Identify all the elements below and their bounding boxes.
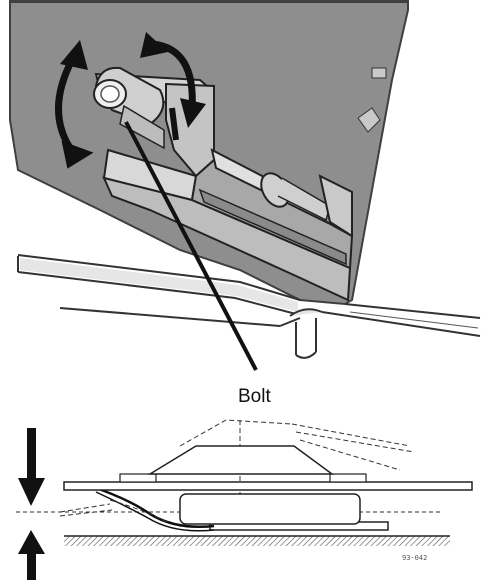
flange-plate [63, 481, 473, 491]
panel-fitting [371, 67, 387, 79]
panel-fitting [357, 107, 381, 133]
lower-body [179, 493, 361, 525]
upper-illustration: Bolt [9, 0, 481, 407]
ground-surface [64, 536, 450, 546]
callout-leader-line [124, 121, 258, 371]
top-dome [147, 445, 335, 475]
rotation-arrow-icon [55, 32, 206, 169]
lower-illustration: 93-042 [16, 419, 473, 580]
down-arrow-icon [18, 428, 45, 506]
figure-code: 93-042 [402, 554, 427, 562]
bolt-callout-label: Bolt [238, 386, 271, 407]
bolt [93, 66, 165, 150]
up-arrow-icon [18, 530, 45, 580]
support-rail [17, 254, 481, 359]
